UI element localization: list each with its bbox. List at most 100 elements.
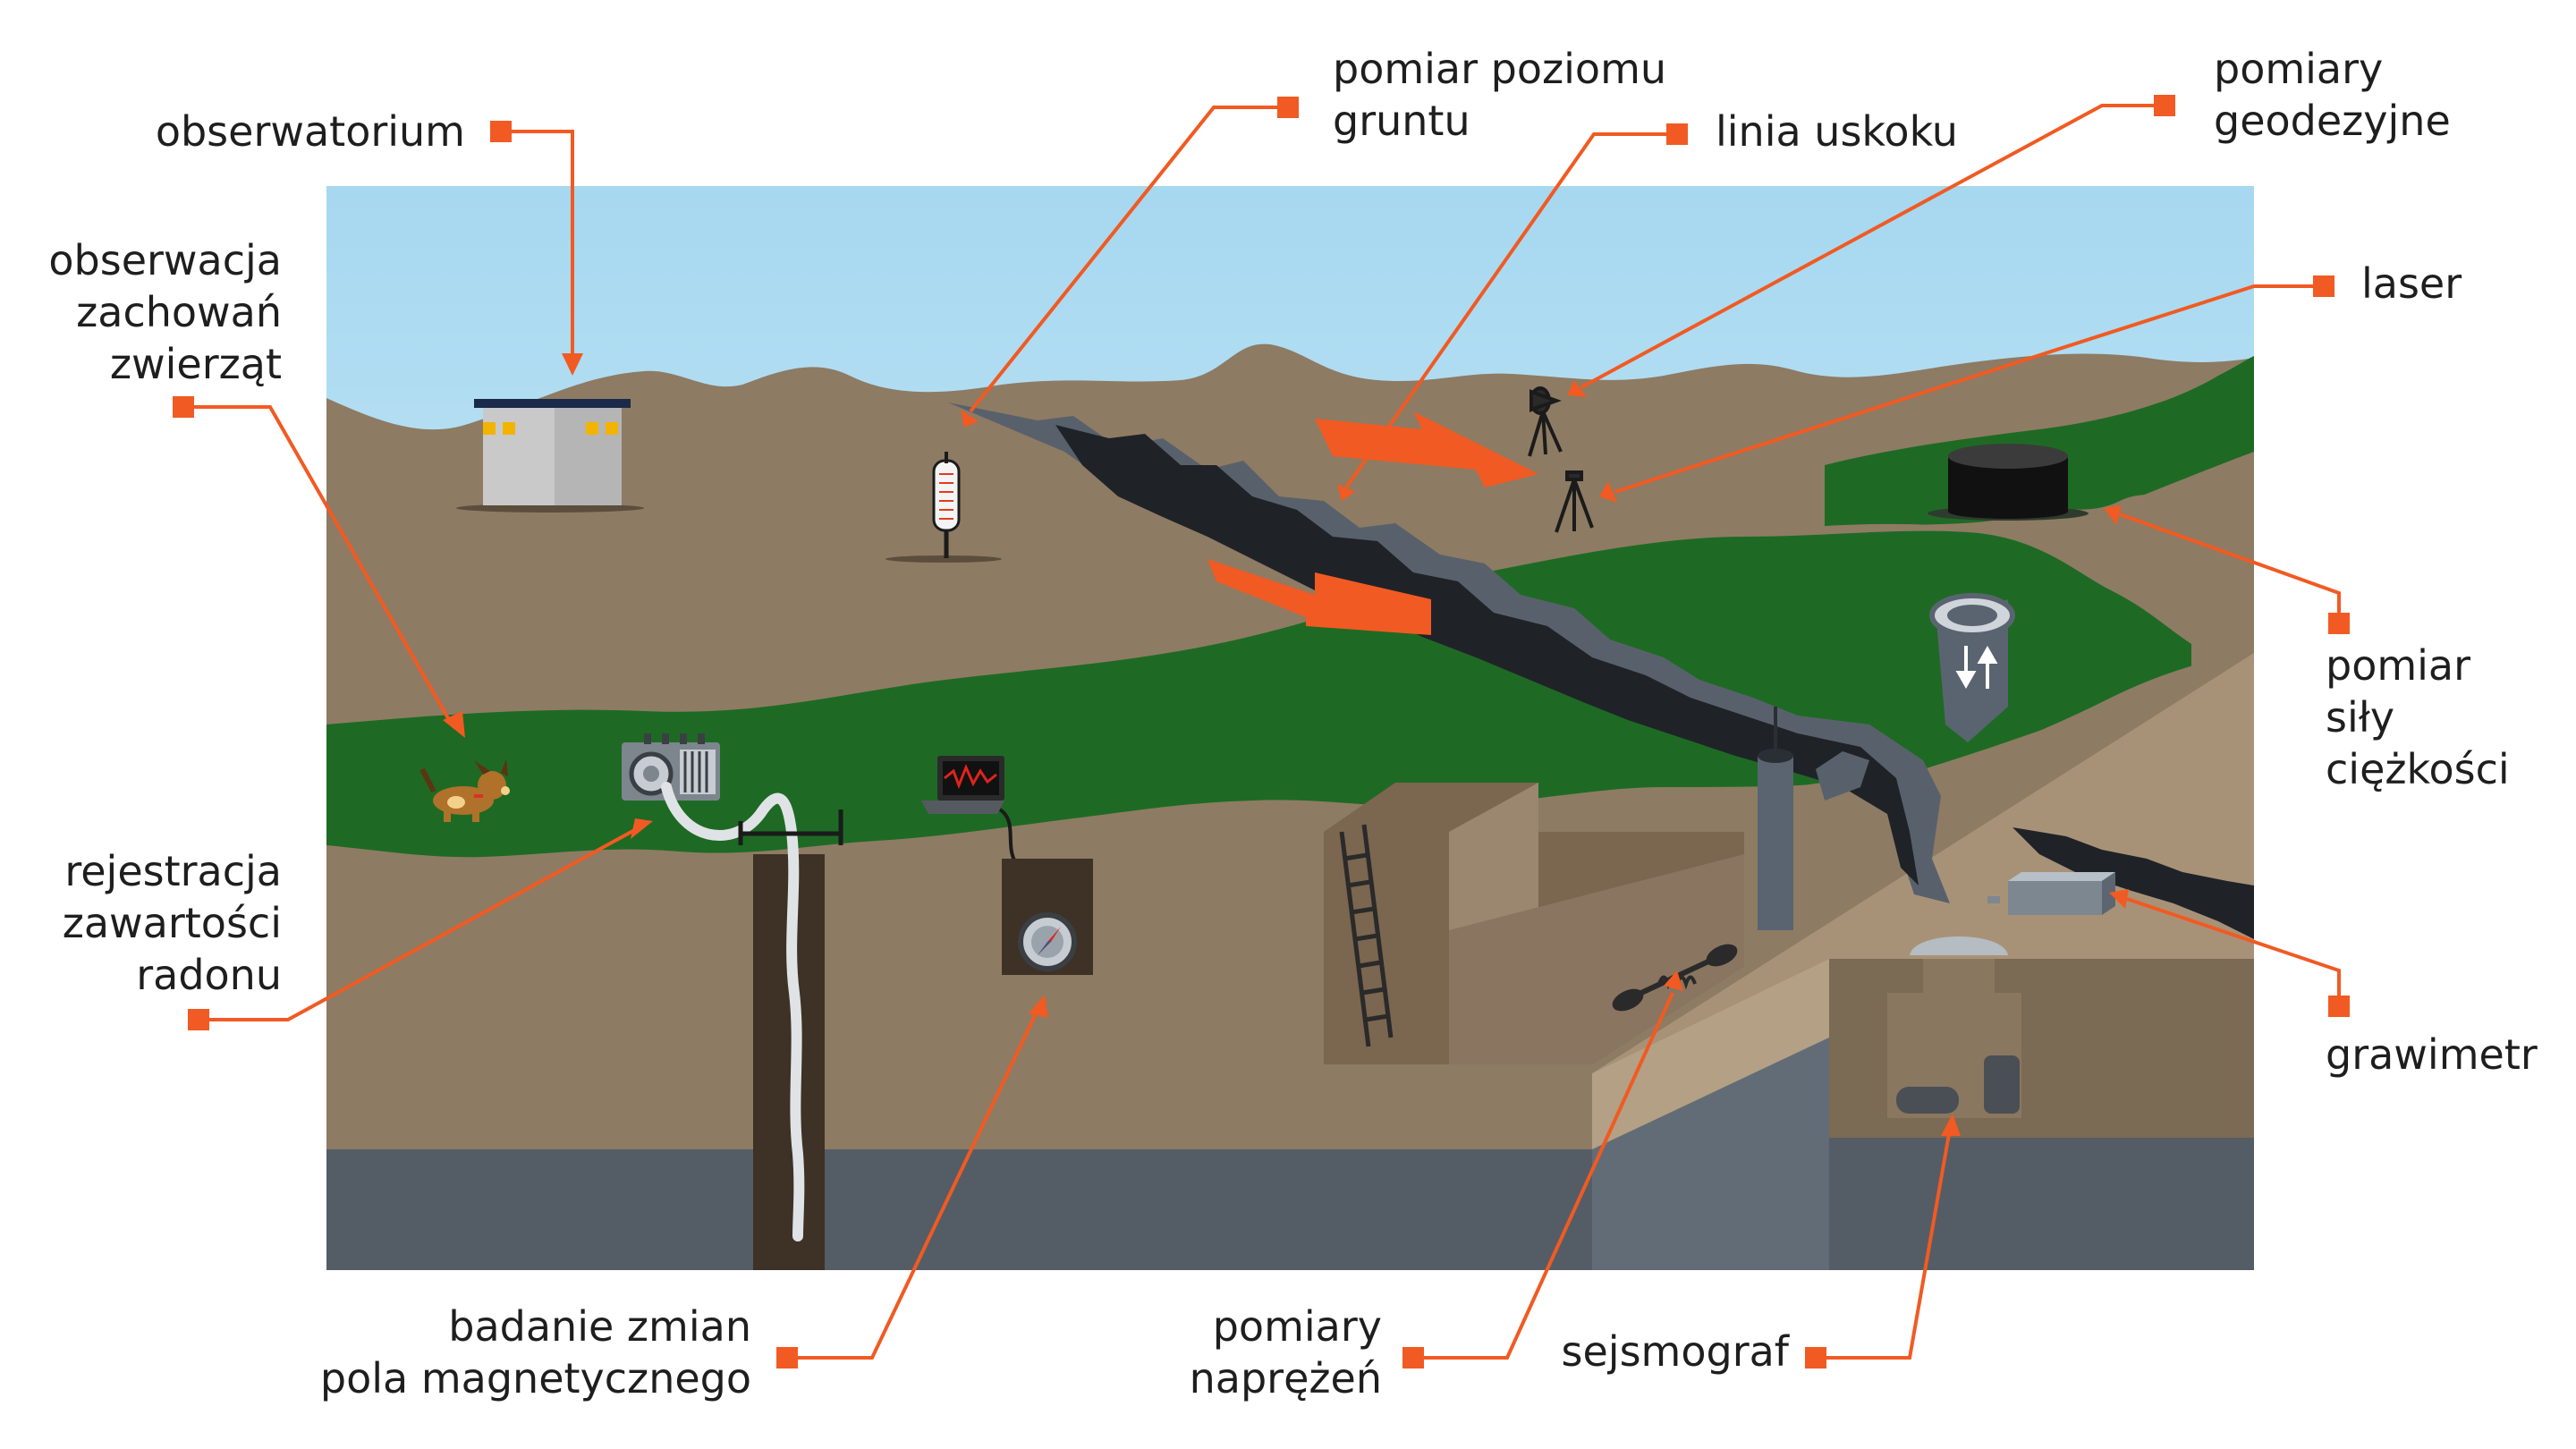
label-stress-line-2: naprężeń [1189,1354,1382,1402]
trench-back [1449,783,1538,930]
label-animals: obserwacja zachowań zwierząt [48,234,282,390]
label-seismograph-line: sejsmograf [1561,1327,1789,1376]
leader-radon [199,826,640,1021]
label-gravimeter-line: grawimetr [2326,1030,2538,1079]
label-stress-line-1: pomiary [1212,1302,1382,1351]
leader-seismograph [1816,1128,1952,1360]
arrowhead-geodetic [1567,380,1587,397]
label-observatory: obserwatorium [156,106,465,157]
leader-arrowheads [443,353,2129,1136]
arrowhead-radon [631,818,653,839]
vault-shaft [1923,959,1995,995]
arrowhead-magnetic [1029,995,1048,1018]
leader-fault-line [1344,132,1677,489]
marker-magnetic [776,1347,798,1368]
label-animals-line-1: obserwacja [48,236,282,284]
bedrock [326,1149,1592,1270]
label-radon-line-2: zawartości [62,899,282,947]
leader-laser [1614,284,2324,494]
compass-icon [1018,912,1077,971]
leader-animals [183,405,453,725]
radon-detector-icon [622,733,720,801]
motion-arrow-upper [1315,411,1538,487]
bedrock-right [1592,1038,1829,1270]
arrowhead-seismograph [1941,1114,1961,1136]
label-geodetic: pomiary geodezyjne [2214,43,2451,147]
label-stress: pomiary naprężeń [1190,1301,1382,1404]
label-markers [173,95,2350,1368]
label-laser-line: laser [2361,259,2462,308]
label-gravity-force: pomiar siły ciężkości [2326,640,2510,795]
label-animals-line-3: zwierząt [109,340,282,388]
observatory-building [456,399,644,513]
marker-animals [173,396,194,418]
arrowhead-ground-level [961,410,979,428]
dog-icon [419,758,510,822]
laser-tripod-icon [1528,386,1563,457]
marker-gravimeter [2328,996,2350,1017]
label-ground-level: pomiar poziomu gruntu [1333,43,1666,147]
label-ground-level-line-2: gruntu [1333,97,1470,145]
marker-radon [188,1009,209,1030]
ladder [1339,824,1394,1047]
arrowhead-gravimeter [2109,889,2129,909]
label-magnetic-line-1: badanie zmian [448,1302,751,1351]
leader-gravimeter [2126,897,2341,1006]
motion-arrow-lower [1208,559,1431,635]
marker-geodetic [2154,95,2175,116]
label-laser: laser [2361,258,2462,309]
marker-ground-level [1277,97,1299,118]
leader-ground-level [969,106,1288,413]
arrowhead-fault-line [1337,484,1355,501]
fault-line-right [2012,827,2254,939]
fault-line-crack [1055,425,1919,886]
leader-observatory [501,130,574,358]
arrowhead-laser [1599,481,1617,503]
label-observatory-line: obserwatorium [155,107,465,156]
arrowhead-gravity-force [2104,505,2122,525]
arrowhead-observatory [562,353,583,376]
label-radon: rejestracja zawartości radonu [63,845,282,1001]
marker-observatory [490,121,512,142]
arrowhead-stress [1664,970,1683,991]
seismograph-icon [1896,936,2020,1114]
marker-laser [2313,275,2334,297]
label-magnetic-line-2: pola magnetycznego [319,1354,751,1402]
label-gravity-force-line-1: pomiar [2326,641,2471,690]
label-gravimeter: grawimetr [2326,1029,2538,1080]
label-gravity-force-line-2: siły [2326,693,2395,741]
label-geodetic-line-1: pomiary [2214,45,2384,93]
radon-frame [738,809,843,845]
label-animals-line-2: zachowań [76,288,282,336]
geodetic-tripod-icon [1555,470,1594,533]
label-magnetic: badanie zmian pola magnetycznego [320,1301,751,1404]
gravimeter-box-icon [1987,872,2115,915]
label-radon-line-3: radonu [136,951,282,999]
leader-stress [1413,992,1674,1360]
fault-side-crack [1816,751,1869,801]
leader-geodetic [1580,104,2165,389]
marker-fault-line [1666,123,1688,145]
far-grass [1825,356,2254,528]
label-ground-level-line-1: pomiar poziomu [1333,45,1667,93]
marker-gravity-force [2328,613,2350,634]
leader-lines [183,104,2341,1360]
label-radon-line-1: rejestracja [64,847,282,895]
marker-stress [1402,1347,1424,1368]
gravity-tank-icon [1928,444,2089,521]
grass-band [326,530,2191,860]
label-fault-line: linia uskoku [1716,106,1958,157]
gravity-borehole-icon [1929,593,2015,742]
label-geodetic-line-2: geodezyjne [2214,97,2451,145]
label-fault-line-line: linia uskoku [1716,107,1958,156]
leader-magnetic [787,1005,1041,1360]
monitoring-pipe [1758,707,1793,930]
arrowhead-animals [443,711,465,738]
bedrock-vault-base [1829,1138,2254,1270]
label-seismograph: sejsmograf [1562,1326,1789,1377]
laptop-icon [921,756,1004,814]
scene-illustration [326,186,2254,1270]
label-gravity-force-line-3: ciężkości [2326,745,2510,793]
trench-ledge [1449,854,1744,1064]
